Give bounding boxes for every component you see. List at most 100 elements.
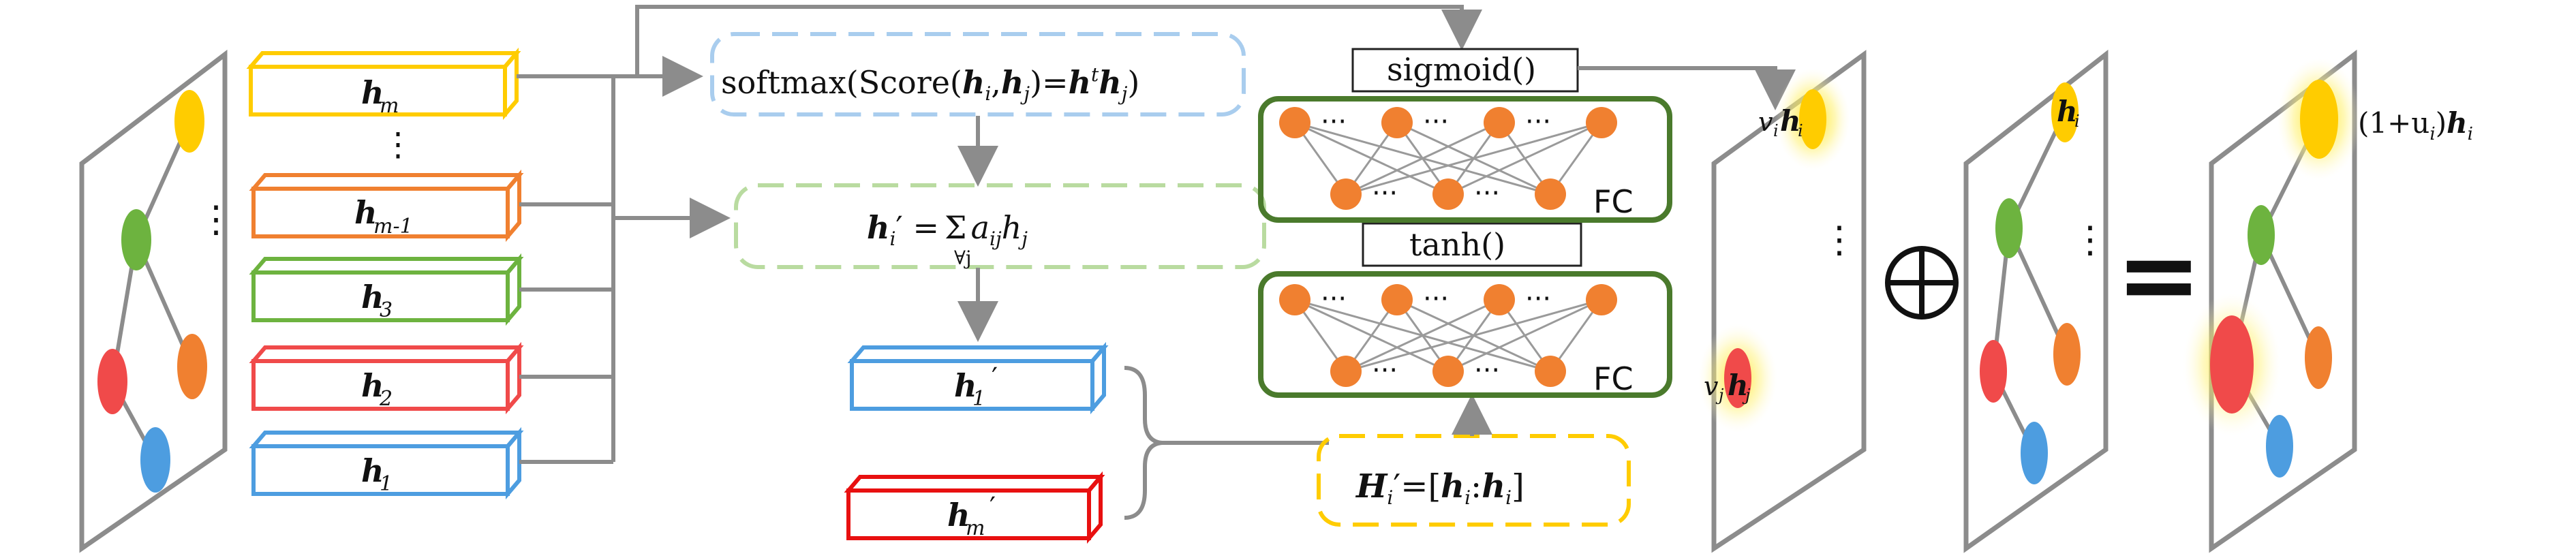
fc-top-dots: ··· <box>1321 106 1347 138</box>
fc-top-edge <box>1345 121 1500 196</box>
hmp-label: h <box>947 497 970 533</box>
graph-node-blue <box>140 427 170 493</box>
concat-h: h <box>1441 467 1465 505</box>
fc-block-top: ··············· FC <box>1258 96 1672 223</box>
tanh-label: tanh() <box>1409 226 1505 263</box>
svg-text:′: ′ <box>992 362 998 394</box>
h2-sub: 2 <box>379 387 393 411</box>
sigmoid-label-box: sigmoid() <box>1351 48 1579 93</box>
h1p-label: h <box>954 367 977 404</box>
fc-top-dots: ··· <box>1525 106 1551 138</box>
fc-top-input-neuron <box>1279 107 1310 138</box>
weighted-node-yellow <box>1799 89 1826 149</box>
fc-bottom-dots: ··· <box>1525 283 1551 315</box>
fc-bottom-output-neuron <box>1432 356 1464 387</box>
fc-bottom-dots: ··· <box>1423 283 1449 315</box>
graph-node-green <box>121 209 151 270</box>
hi-label: h <box>2057 95 2078 128</box>
sigmoid-label: sigmoid() <box>1387 51 1536 88</box>
softmax-prefix: softmax(Score( <box>721 64 962 101</box>
fc-top-output-neuron <box>1330 178 1362 210</box>
softmax-comma: , <box>991 64 1001 101</box>
hmp-sub: m <box>966 516 985 540</box>
orig-node-orange <box>2053 323 2081 386</box>
hm1-label: h <box>354 194 377 231</box>
vi-label: v <box>1758 107 1773 137</box>
softmax-i: i <box>985 82 991 105</box>
fc-bottom-dots: ··· <box>1321 283 1347 315</box>
h1p-sub: 1 <box>972 387 985 411</box>
graph-node-yellow <box>174 90 204 153</box>
fc-top-dots: ··· <box>1474 178 1500 209</box>
sum-h: h <box>1002 209 1022 246</box>
fc-bottom-edge <box>1345 298 1602 373</box>
fc-bottom-label: FC <box>1593 360 1634 397</box>
output-box-h1p: h 1 ′ <box>847 341 1109 415</box>
result-node-orange <box>2305 326 2332 389</box>
result-graph-panel: (1+ui)hi <box>2183 49 2473 553</box>
softmax-box: softmax(Score(hi,hj)=hthj) <box>710 32 1246 116</box>
weighted-node-red <box>1724 348 1751 408</box>
result-node-green <box>2248 205 2275 265</box>
result-close: ) <box>2436 106 2447 140</box>
h2-label: h <box>361 367 384 404</box>
vj-h: h <box>1728 369 1749 402</box>
vj-label: v <box>1704 371 1719 401</box>
concat-hp-sub: i <box>1505 486 1512 509</box>
sigmoid-arrow <box>1578 66 1796 110</box>
fc-bottom-input-neuron <box>1484 284 1515 315</box>
fc-top-edge <box>1345 121 1602 196</box>
result-h: h <box>2447 106 2468 140</box>
input-graph-panel: ⋮ <box>79 49 234 553</box>
concat-H: H <box>1355 467 1388 505</box>
equals-operator: = <box>2116 216 2202 335</box>
graph-node-red <box>97 349 127 414</box>
sum-lhs: h <box>867 209 889 246</box>
svg-text:(1+ui)hi: (1+ui)hi <box>2358 106 2473 144</box>
fc-top-input-neuron <box>1484 107 1515 138</box>
weighted-graph-panel: v i h i ⋮ v j h j <box>1698 50 1867 553</box>
plus-operator <box>1885 246 1959 320</box>
sum-a: a <box>971 209 990 246</box>
orig-node-red <box>1980 340 2007 403</box>
vi-sub: i <box>1773 121 1779 140</box>
fc-top-input-neuron <box>1586 107 1617 138</box>
result-node-yellow <box>2300 80 2338 159</box>
sum-sigma: Σ <box>945 209 967 246</box>
hm1-sub: m-1 <box>373 215 413 238</box>
graph-node-orange <box>177 334 207 399</box>
softmax-ht: h <box>1069 64 1091 101</box>
grouping-brace <box>1124 366 1163 520</box>
embedding-box-hm1: h m-1 <box>249 169 524 243</box>
boxes-vdots: ⋮ <box>382 125 414 164</box>
concat-colon: : <box>1471 467 1482 505</box>
sum-lhs-sub: i <box>889 228 895 250</box>
svg-text:′: ′ <box>990 492 996 523</box>
fc-top-dots: ··· <box>1372 178 1398 209</box>
weighted-vdots: ⋮ <box>1821 218 1858 261</box>
orig-node-yellow <box>2051 82 2079 142</box>
fc-top-edge <box>1447 121 1602 196</box>
fc-top-input-neuron <box>1381 107 1413 138</box>
fc-bottom-dots: ··· <box>1372 355 1398 386</box>
fc-bottom-input-neuron <box>1586 284 1617 315</box>
concat-H-sub: i <box>1387 486 1393 509</box>
softmax-hi: h <box>962 64 985 101</box>
fc-top-label: FC <box>1593 183 1634 220</box>
softmax-hj: h <box>1001 64 1024 101</box>
fc-bottom-output-neuron <box>1330 356 1362 387</box>
h3-label: h <box>361 279 384 315</box>
h1-label: h <box>361 452 384 489</box>
vi-h: h <box>1780 104 1801 138</box>
fc-bottom-output-neuron <box>1535 356 1566 387</box>
hm-label: h <box>361 74 384 111</box>
result-prefix: (1+u <box>2358 106 2429 140</box>
result-node-red <box>2210 315 2254 414</box>
softmax-t: t <box>1091 63 1099 86</box>
concat-box: Hi′=[hi:hi] <box>1317 434 1631 527</box>
svg-text:softmax(Score(hi,hj)=hthj): softmax(Score(hi,hj)=hthj) <box>721 63 1139 105</box>
concat-hp: h <box>1482 467 1505 505</box>
fc-bottom-edge <box>1345 298 1500 373</box>
